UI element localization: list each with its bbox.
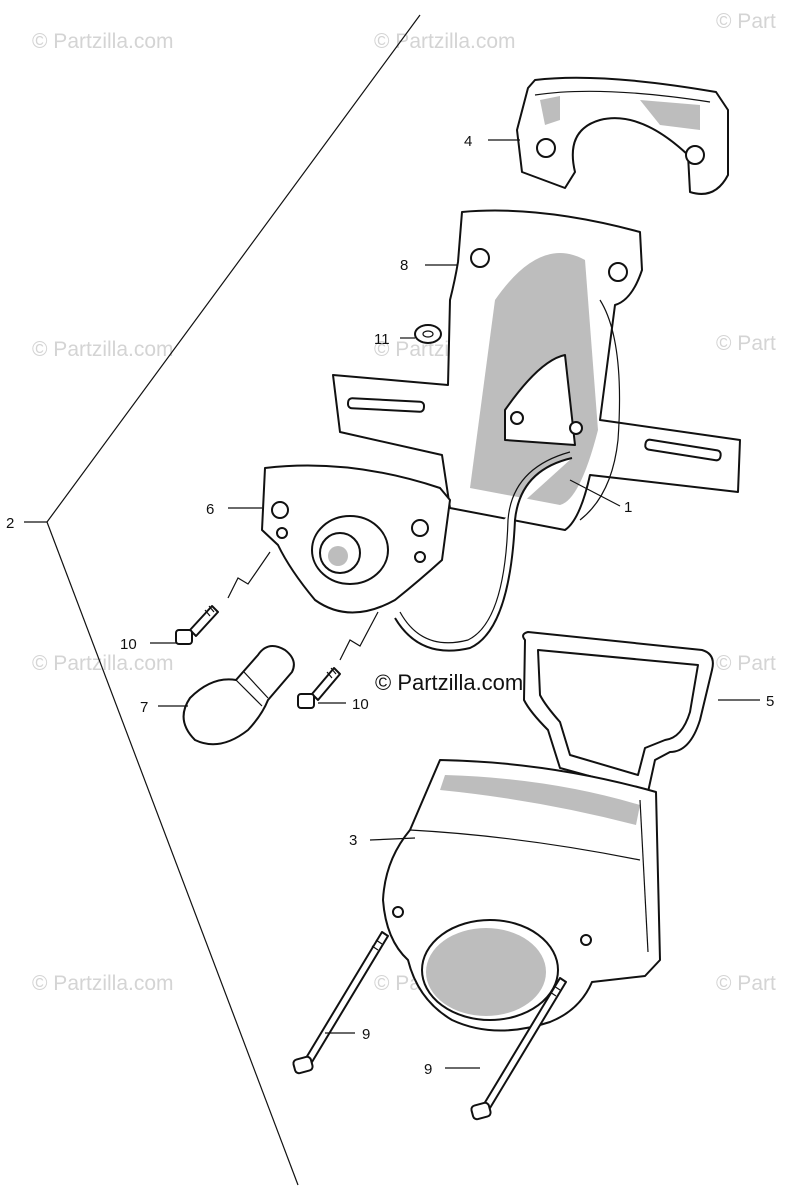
watermark-tile: © Part <box>716 972 776 995</box>
watermark-tile: © Partzilla.com <box>32 338 174 361</box>
part-5-gasket <box>522 631 714 793</box>
part-4-cap <box>516 76 729 195</box>
callout-labels: 1 2 3 4 5 6 7 8 9 9 10 10 11 <box>6 133 774 1078</box>
screw-zigzag-paths <box>227 551 379 661</box>
callout-7: 7 <box>140 699 148 716</box>
leader-lines <box>24 139 760 1069</box>
socket-wire <box>394 451 573 652</box>
part-3-tail-light-housing <box>382 759 661 1032</box>
callout-9: 9 <box>362 1026 370 1043</box>
watermark-tile: © Part <box>716 332 776 355</box>
watermark-tile: © Partzilla.com <box>374 30 516 53</box>
part-9-bolt-left <box>292 931 389 1075</box>
watermark-tile: © Part <box>716 10 776 33</box>
watermark-tile: © Part <box>716 652 776 675</box>
callout-10: 10 <box>120 636 137 653</box>
callout-4: 4 <box>464 133 472 150</box>
assembly-bracket-lines <box>46 14 421 1186</box>
callout-5: 5 <box>766 693 774 710</box>
part-11-washer <box>414 324 442 344</box>
part-9-bolt-right <box>470 977 567 1121</box>
part-10-screw-lower <box>297 667 341 709</box>
center-watermark: © Partzilla.com <box>375 670 523 695</box>
part-1-lens-edge <box>579 299 621 521</box>
callout-6: 6 <box>206 501 214 518</box>
callout-11: 11 <box>374 331 390 348</box>
part-8-plate-bracket <box>332 209 741 531</box>
part-10-screw-upper <box>175 605 219 645</box>
callout-9: 9 <box>424 1061 432 1078</box>
watermark-tile: © Partzilla.com <box>32 972 174 995</box>
callout-8: 8 <box>400 257 408 274</box>
callout-3: 3 <box>349 832 357 849</box>
part-7-bulb <box>182 645 295 746</box>
callout-10: 10 <box>352 696 369 713</box>
callout-1: 1 <box>624 499 632 516</box>
watermark-tile: © Partzilla.com <box>32 652 174 675</box>
watermark-tile: © Partzilla.com <box>32 30 174 53</box>
callout-2: 2 <box>6 515 14 532</box>
part-6-socket-base <box>261 464 451 614</box>
